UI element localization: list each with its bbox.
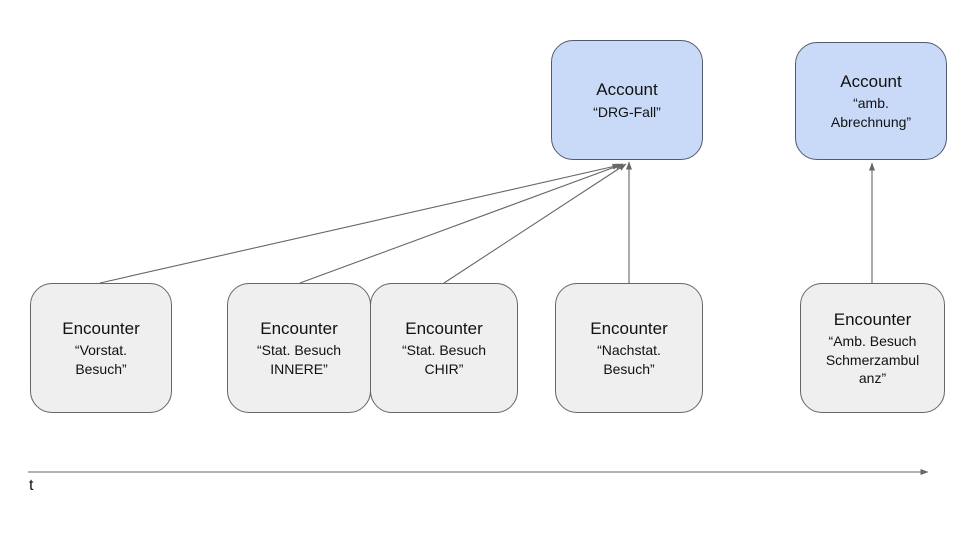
- node-name-label: “DRG-Fall”: [593, 103, 661, 120]
- arrow-innere-to-drg: [299, 163, 624, 284]
- node-type-label: Encounter: [62, 319, 140, 339]
- node-type-label: Encounter: [405, 319, 483, 339]
- node-name-label: “Stat. Besuch CHIR”: [401, 342, 487, 377]
- node-type-label: Encounter: [833, 310, 912, 330]
- account-node-amb-abrechnung: Account “amb. Abrechnung”: [795, 42, 947, 160]
- node-type-label: Account: [596, 80, 658, 100]
- node-name-label: “Vorstat. Besuch”: [74, 342, 128, 377]
- node-name-label: “Nachstat. Besuch”: [597, 342, 661, 377]
- arrow-vorstat-to-drg: [99, 163, 621, 284]
- node-name-label: “amb. Abrechnung”: [830, 95, 912, 130]
- node-name-label: “Stat. Besuch INNERE”: [256, 342, 342, 377]
- encounter-node-vorstat-besuch: Encounter “Vorstat. Besuch”: [30, 283, 172, 413]
- arrow-chir-to-drg: [443, 163, 627, 284]
- encounter-node-stat-besuch-innere: Encounter “Stat. Besuch INNERE”: [227, 283, 371, 413]
- node-type-label: Encounter: [590, 319, 668, 339]
- encounter-node-stat-besuch-chir: Encounter “Stat. Besuch CHIR”: [370, 283, 518, 413]
- encounter-node-nachstat-besuch: Encounter “Nachstat. Besuch”: [555, 283, 703, 413]
- node-name-label: “Amb. Besuch Schmerzambulanz”: [825, 333, 920, 386]
- node-type-label: Account: [840, 72, 902, 92]
- account-node-drg-fall: Account “DRG-Fall”: [551, 40, 703, 160]
- timeline-label: t: [29, 477, 34, 494]
- encounter-node-amb-besuch-schmerzambulanz: Encounter “Amb. Besuch Schmerzambulanz”: [800, 283, 945, 413]
- node-type-label: Encounter: [260, 319, 338, 339]
